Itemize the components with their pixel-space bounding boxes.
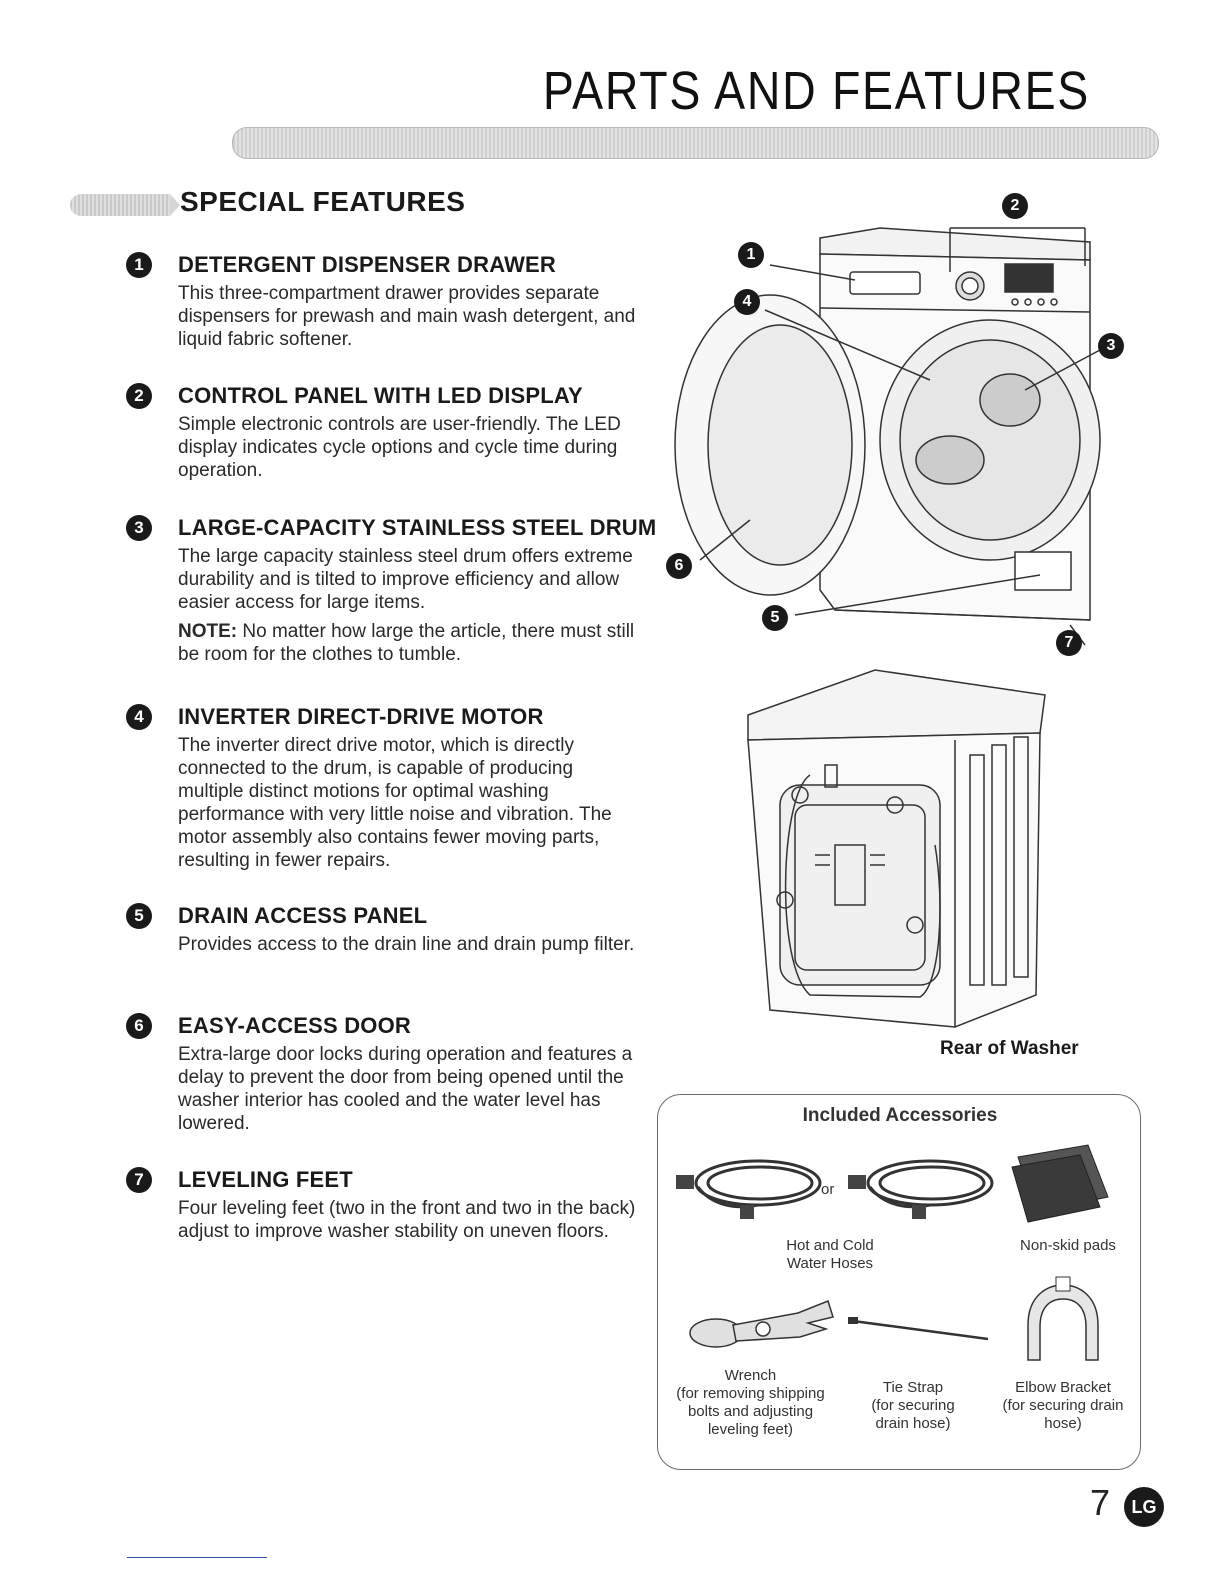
accessory-label-tie-strap: Tie Strap (for securing drain hose) [871, 1379, 955, 1432]
feature-number-badge: 1 [126, 252, 152, 278]
callout-2: 2 [1002, 193, 1028, 219]
feature-number-badge: 5 [126, 903, 152, 929]
feature-number-badge: 3 [126, 515, 152, 541]
feature-control-panel: 2 CONTROL PANEL WITH LED DISPLAY Simple … [126, 383, 630, 488]
feature-description: Four leveling feet (two in the front and… [178, 1198, 636, 1242]
note-text: No matter how large the article, there m… [178, 621, 635, 665]
accessory-label-wrench: Wrench (for removing shipping bolts and … [676, 1367, 825, 1438]
feature-description: The large capacity stainless steel drum … [178, 546, 633, 613]
section-pill-decoration [70, 194, 180, 216]
callout-5: 5 [762, 605, 788, 631]
accessory-label-pads: Non-skid pads [1020, 1237, 1116, 1254]
page-title: PARTS AND FEATURES [542, 61, 1090, 121]
feature-title: DETERGENT DISPENSER DRAWER [178, 252, 557, 277]
feature-steel-drum: 3 LARGE-CAPACITY STAINLESS STEEL DRUM Th… [126, 515, 657, 672]
rear-washer-caption: Rear of Washer [940, 1038, 1079, 1059]
feature-title: CONTROL PANEL WITH LED DISPLAY [178, 383, 583, 408]
feature-title: EASY-ACCESS DOOR [178, 1013, 412, 1038]
feature-detergent-dispenser: 1 DETERGENT DISPENSER DRAWER This three-… [126, 252, 635, 357]
elbow-bracket-icon [1027, 1276, 1099, 1361]
callout-1: 1 [738, 242, 764, 268]
feature-leveling-feet: 7 LEVELING FEET Four leveling feet (two … [126, 1167, 635, 1249]
feature-number-badge: 6 [126, 1013, 152, 1039]
accessories-title: Included Accessories [802, 1105, 998, 1126]
callout-7: 7 [1056, 630, 1082, 656]
hose-icon [676, 1159, 822, 1219]
accessory-label-elbow-bracket: Elbow Bracket (for securing drain hose) [1002, 1379, 1124, 1432]
callout-4: 4 [734, 289, 760, 315]
feature-easy-access-door: 6 EASY-ACCESS DOOR Extra-large door lock… [126, 1013, 632, 1141]
feature-note: NOTE: No matter how large the article, t… [178, 620, 638, 666]
front-washer-diagram [674, 227, 1101, 646]
note-label: NOTE: [178, 621, 238, 642]
feature-title: LEVELING FEET [178, 1167, 353, 1192]
feature-title: DRAIN ACCESS PANEL [178, 903, 428, 928]
wrench-icon [689, 1300, 834, 1348]
tie-strap-icon [848, 1317, 989, 1341]
accessories-panel: Included Accessories or Hot and Cold Wat… [657, 1094, 1141, 1470]
feature-description: Extra-large door locks during operation … [178, 1044, 633, 1134]
footer-rule [127, 1557, 267, 1558]
feature-drain-access-panel: 5 DRAIN ACCESS PANEL Provides access to … [126, 903, 634, 962]
feature-description: Simple electronic controls are user-frie… [178, 414, 621, 481]
feature-title: INVERTER DIRECT-DRIVE MOTOR [178, 704, 544, 729]
callout-3: 3 [1098, 333, 1124, 359]
lg-logo: LG [1124, 1487, 1164, 1527]
callout-6: 6 [666, 553, 692, 579]
feature-number-badge: 7 [126, 1167, 152, 1193]
feature-number-badge: 2 [126, 383, 152, 409]
feature-description: Provides access to the drain line and dr… [178, 934, 635, 955]
feature-description: This three-compartment drawer provides s… [178, 283, 636, 350]
accessory-label-hoses: Hot and Cold Water Hoses [786, 1237, 874, 1272]
feature-number-badge: 4 [126, 704, 152, 730]
feature-title: LARGE-CAPACITY STAINLESS STEEL DRUM [178, 515, 657, 540]
hose-icon [848, 1159, 994, 1219]
feature-inverter-motor: 4 INVERTER DIRECT-DRIVE MOTOR The invert… [126, 704, 630, 878]
title-bar-decoration [232, 127, 1159, 159]
feature-description: The inverter direct drive motor, which i… [178, 735, 612, 871]
accessories-or-label: or [821, 1181, 835, 1198]
section-title: SPECIAL FEATURES [180, 186, 466, 217]
non-skid-pad-icon [1011, 1144, 1109, 1223]
rear-washer-diagram [747, 669, 1046, 1028]
page-number: 7 [1090, 1482, 1111, 1523]
